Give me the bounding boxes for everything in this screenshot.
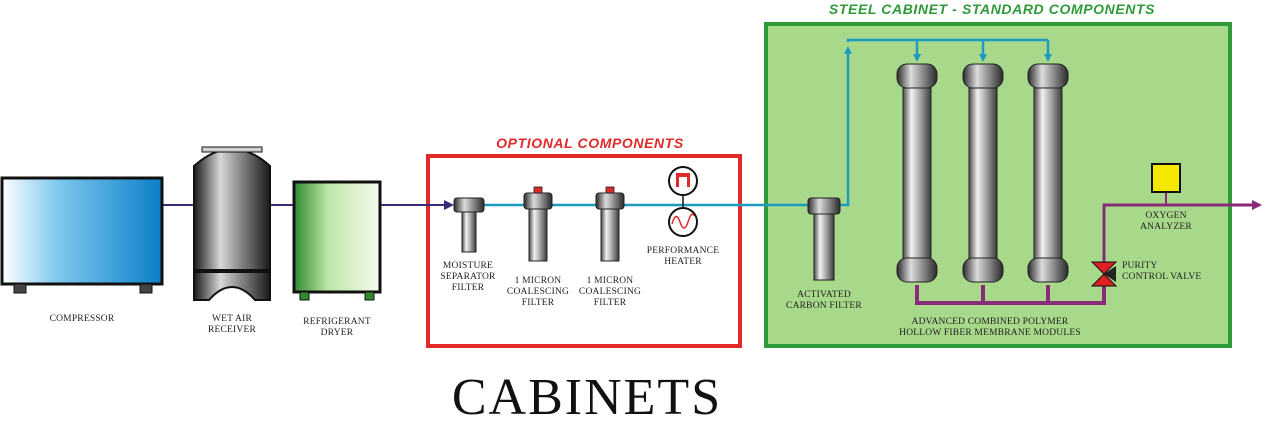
- coalescing-2-label-3: FILTER: [594, 298, 627, 308]
- oxygen-analyzer: [1151, 163, 1181, 193]
- coalescing-1-label-2: COALESCING: [507, 287, 569, 297]
- membranes-label-1: ADVANCED COMBINED POLYMER: [912, 317, 1069, 327]
- wet-air-receiver-label-2: RECEIVER: [208, 325, 257, 335]
- purity-control-valve: [1090, 261, 1118, 287]
- compressor-label: COMPRESSOR: [50, 314, 115, 324]
- performance-heater-label-1: PERFORMANCE: [647, 246, 719, 256]
- coalescing-1-label-3: FILTER: [522, 298, 555, 308]
- oxygen-analyzer-label-1: OXYGEN: [1145, 211, 1186, 221]
- coalescing-1-label-1: 1 MICRON: [515, 276, 562, 286]
- process-riser: [840, 46, 852, 207]
- coalescing-filter-2: [595, 186, 625, 262]
- refrigerant-dryer-label-2: DRYER: [321, 328, 354, 338]
- moisture-separator-label-3: FILTER: [452, 283, 485, 293]
- membrane-module-3: [1027, 63, 1069, 283]
- refrigerant-dryer: [292, 180, 382, 301]
- coalescing-filter-1: [523, 186, 553, 262]
- membrane-module-2: [962, 63, 1004, 283]
- optional-box-label: OPTIONAL COMPONENTS: [496, 135, 684, 151]
- compressor: [0, 176, 164, 294]
- membrane-module-1: [896, 63, 938, 283]
- moisture-separator-label-1: MOISTURE: [443, 261, 493, 271]
- coalescing-2-label-2: COALESCING: [579, 287, 641, 297]
- nitrogen-outlet: [1102, 200, 1262, 262]
- nitrogen-to-valve: [1048, 285, 1106, 305]
- refrigerant-dryer-label-1: REFRIGERANT: [303, 317, 371, 327]
- wet-air-receiver-label-1: WET AIR: [212, 314, 252, 324]
- wet-air-receiver: [193, 146, 271, 301]
- coalescing-2-label-1: 1 MICRON: [587, 276, 634, 286]
- carbon-filter-label-1: ACTIVATED: [797, 290, 851, 300]
- performance-heater-label-2: HEATER: [664, 257, 702, 267]
- standard-cabinet-label: STEEL CABINET - STANDARD COMPONENTS: [829, 1, 1155, 17]
- moisture-separator-label-2: SEPARATOR: [440, 272, 496, 282]
- membranes-label-2: HOLLOW FIBER MEMBRANE MODULES: [899, 328, 1081, 338]
- process-manifold: [846, 38, 1048, 42]
- diagram-title: CABINETS: [452, 369, 722, 426]
- purity-valve-label-1: PURITY: [1122, 261, 1158, 271]
- purity-valve-label-2: CONTROL VALVE: [1122, 272, 1201, 282]
- activated-carbon-filter: [807, 197, 841, 281]
- performance-heater: [668, 166, 698, 237]
- moisture-separator-filter: [453, 197, 485, 253]
- oxygen-analyzer-label-2: ANALYZER: [1140, 222, 1192, 232]
- carbon-filter-label-2: CARBON FILTER: [786, 301, 862, 311]
